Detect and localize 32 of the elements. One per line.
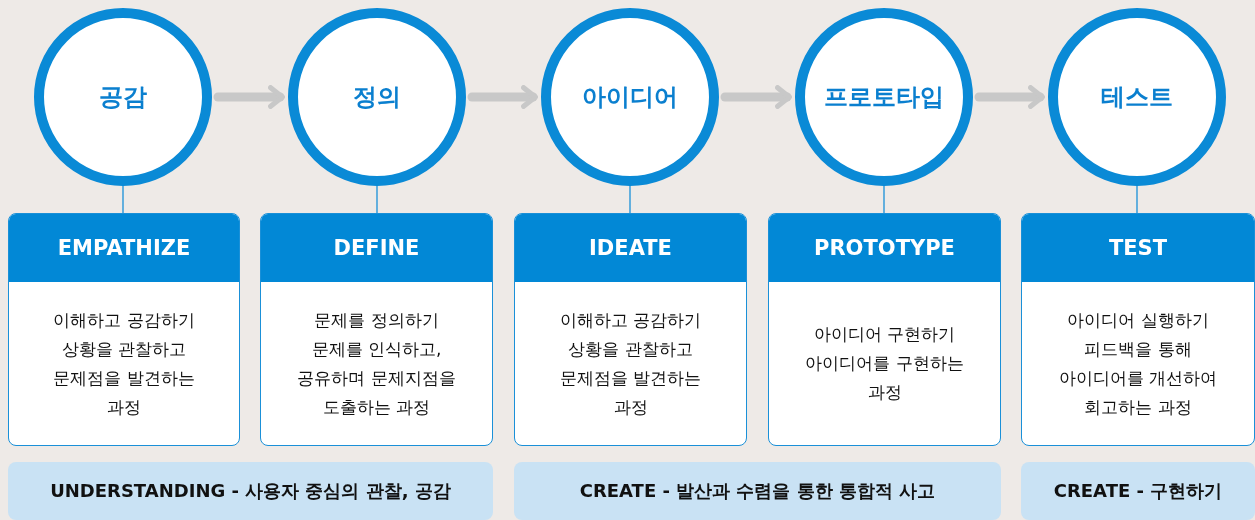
- card-header: IDEATE: [515, 214, 746, 282]
- stage-circle: 프로토타입: [795, 8, 973, 186]
- stage-circle: 테스트: [1048, 8, 1226, 186]
- stage-card: [260, 213, 493, 446]
- card-header: EMPATHIZE: [9, 214, 239, 282]
- arrow: [974, 85, 1045, 109]
- card-description: 문제를 정의하기 문제를 인식하고, 공유하며 문제지점을 도출하는 과정: [296, 308, 457, 419]
- phase-band: UNDERSTANDING - 사용자 중심의 관찰, 공감: [8, 462, 493, 520]
- stage-card: [8, 213, 240, 446]
- phase-band: CREATE - 발산과 수렴을 통한 통합적 사고: [514, 462, 1001, 520]
- stage-circle: 정의: [288, 8, 466, 186]
- card-description: 이해하고 공감하기 상황을 관찰하고 문제점을 발견하는 과정: [558, 308, 703, 419]
- card-header: DEFINE: [261, 214, 492, 282]
- connector-line: [376, 185, 378, 214]
- arrow: [213, 85, 285, 109]
- stage-card: [768, 213, 1001, 446]
- card-header: PROTOTYPE: [769, 214, 1000, 282]
- stage-circle: 공감: [34, 8, 212, 186]
- arrow: [467, 85, 538, 109]
- stage-card: [1021, 213, 1255, 446]
- connector-line: [629, 185, 631, 214]
- card-description: 아이디어 구현하기 아이디어를 구현하는 과정: [804, 323, 965, 404]
- card-description: 이해하고 공감하기 상황을 관찰하고 문제점을 발견하는 과정: [52, 308, 196, 419]
- card-description: 아이디어 실행하기 피드백을 통해 아이디어를 개선하여 회고하는 과정: [1057, 308, 1219, 419]
- phase-band: CREATE - 구현하기: [1021, 462, 1255, 520]
- stage-card: [514, 213, 747, 446]
- arrow: [720, 85, 792, 109]
- connector-line: [883, 185, 885, 214]
- connector-line: [122, 185, 124, 214]
- card-header: TEST: [1022, 214, 1254, 282]
- connector-line: [1136, 185, 1138, 214]
- stage-circle: 아이디어: [541, 8, 719, 186]
